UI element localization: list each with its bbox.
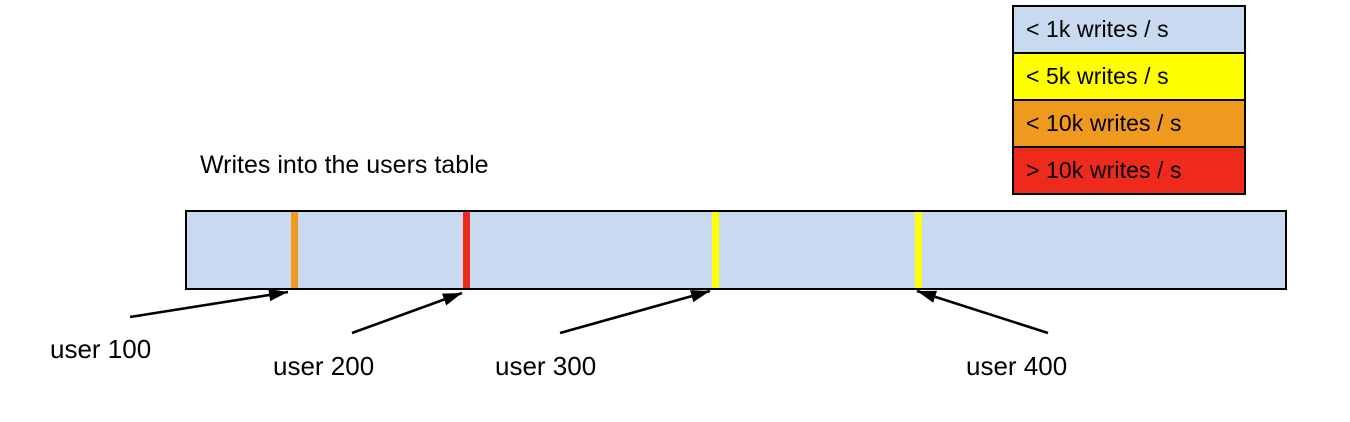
- arrow-head: [442, 293, 462, 306]
- legend-label: < 10k writes / s: [1026, 110, 1182, 136]
- arrow-head: [917, 290, 937, 303]
- legend-row-orange: < 10k writes / s: [1014, 101, 1244, 148]
- label-user-100: user 100: [50, 334, 152, 364]
- arrow-user-400: [916, 289, 1049, 335]
- shard-boundary-user-200: [463, 212, 470, 288]
- shard-boundary-user-400: [915, 212, 922, 288]
- legend-row-red: > 10k writes / s: [1014, 148, 1244, 193]
- arrow-head: [690, 290, 710, 303]
- shard-boundary-user-100: [291, 212, 298, 288]
- legend-label: < 1k writes / s: [1026, 16, 1169, 42]
- label-user-400: user 400: [966, 351, 1068, 381]
- label-user-300: user 300: [495, 351, 597, 381]
- arrow-user-200: [351, 291, 463, 335]
- arrow-user-300: [559, 289, 711, 335]
- legend-label: > 10k writes / s: [1026, 157, 1182, 183]
- diagram-caption: Writes into the users table: [200, 151, 489, 179]
- legend-row-blue: < 1k writes / s: [1014, 7, 1244, 54]
- shard-boundary-user-300: [712, 212, 719, 288]
- legend-label: < 5k writes / s: [1026, 63, 1169, 89]
- write-rate-legend: < 1k writes / s < 5k writes / s < 10k writ…: [1012, 5, 1246, 195]
- arrow-head: [268, 288, 288, 302]
- label-user-200: user 200: [273, 351, 375, 381]
- users-table-bar: [185, 210, 1287, 290]
- arrow-user-100: [129, 288, 289, 319]
- legend-row-yellow: < 5k writes / s: [1014, 54, 1244, 101]
